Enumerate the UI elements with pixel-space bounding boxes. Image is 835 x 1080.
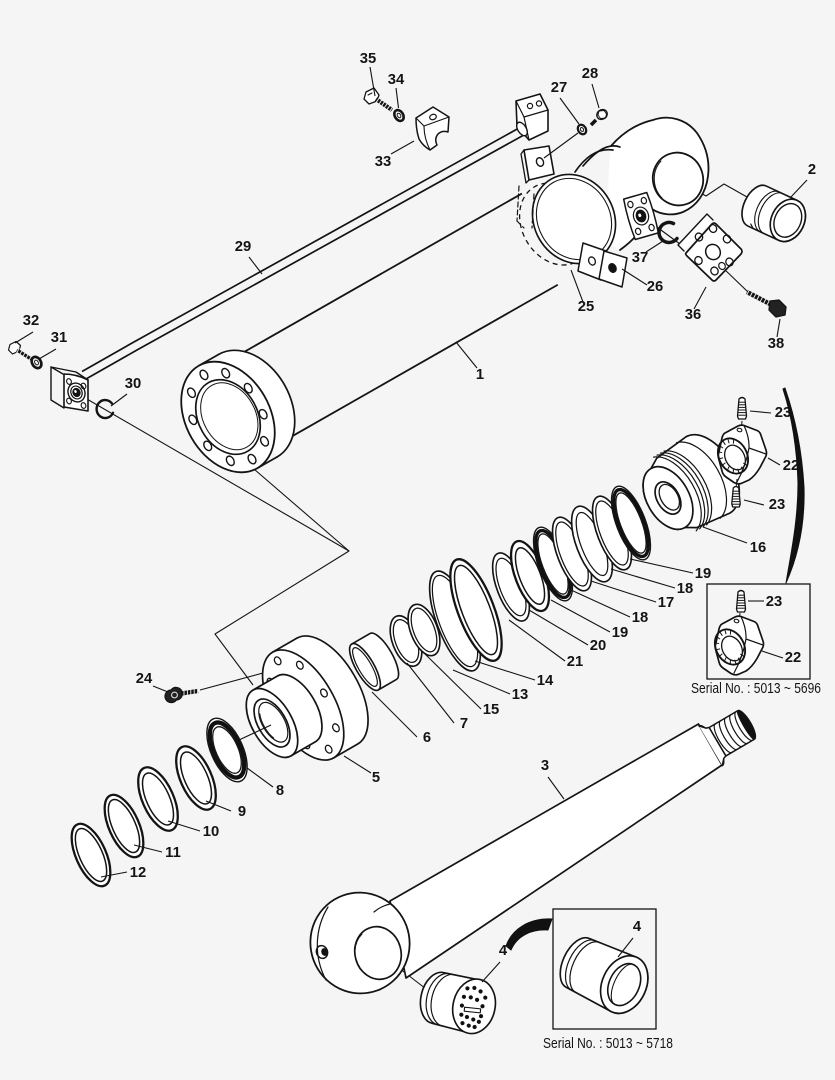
svg-text:35: 35 xyxy=(360,51,376,67)
svg-text:30: 30 xyxy=(125,376,141,392)
svg-text:10: 10 xyxy=(203,824,219,840)
svg-text:19: 19 xyxy=(695,566,711,582)
svg-text:19: 19 xyxy=(612,625,628,641)
svg-text:1: 1 xyxy=(476,367,484,383)
svg-text:3: 3 xyxy=(541,758,549,774)
svg-text:32: 32 xyxy=(23,313,39,329)
svg-text:8: 8 xyxy=(276,783,284,799)
svg-text:38: 38 xyxy=(768,336,784,352)
svg-text:33: 33 xyxy=(375,154,391,170)
svg-text:18: 18 xyxy=(677,581,693,597)
svg-text:14: 14 xyxy=(537,673,554,689)
svg-text:15: 15 xyxy=(483,702,499,718)
svg-text:11: 11 xyxy=(165,845,181,861)
svg-text:28: 28 xyxy=(582,66,598,82)
svg-text:4: 4 xyxy=(633,919,642,935)
svg-text:17: 17 xyxy=(658,595,674,611)
svg-text:5: 5 xyxy=(372,770,380,786)
svg-text:23: 23 xyxy=(769,497,785,513)
svg-text:26: 26 xyxy=(647,279,663,295)
svg-text:27: 27 xyxy=(551,80,567,96)
svg-text:16: 16 xyxy=(750,540,766,556)
svg-text:36: 36 xyxy=(685,307,701,323)
svg-text:37: 37 xyxy=(632,250,648,266)
svg-text:22: 22 xyxy=(783,458,799,474)
svg-text:31: 31 xyxy=(51,330,67,346)
svg-text:23: 23 xyxy=(775,405,791,421)
svg-text:Serial No. : 5013 ~ 5718: Serial No. : 5013 ~ 5718 xyxy=(543,1036,673,1052)
svg-text:22: 22 xyxy=(785,650,801,666)
svg-text:Serial No. : 5013 ~ 5696: Serial No. : 5013 ~ 5696 xyxy=(691,681,821,697)
svg-text:6: 6 xyxy=(423,730,431,746)
svg-text:21: 21 xyxy=(567,654,583,670)
svg-text:34: 34 xyxy=(388,72,405,88)
svg-text:12: 12 xyxy=(130,865,146,881)
svg-text:18: 18 xyxy=(632,610,648,626)
svg-text:7: 7 xyxy=(460,716,468,732)
svg-text:25: 25 xyxy=(578,299,594,315)
svg-text:29: 29 xyxy=(235,239,251,255)
svg-text:20: 20 xyxy=(590,638,606,654)
svg-text:4: 4 xyxy=(499,943,508,959)
svg-text:9: 9 xyxy=(238,804,246,820)
svg-text:2: 2 xyxy=(808,162,816,178)
svg-text:13: 13 xyxy=(512,687,528,703)
svg-text:24: 24 xyxy=(136,671,153,687)
svg-text:23: 23 xyxy=(766,594,782,610)
